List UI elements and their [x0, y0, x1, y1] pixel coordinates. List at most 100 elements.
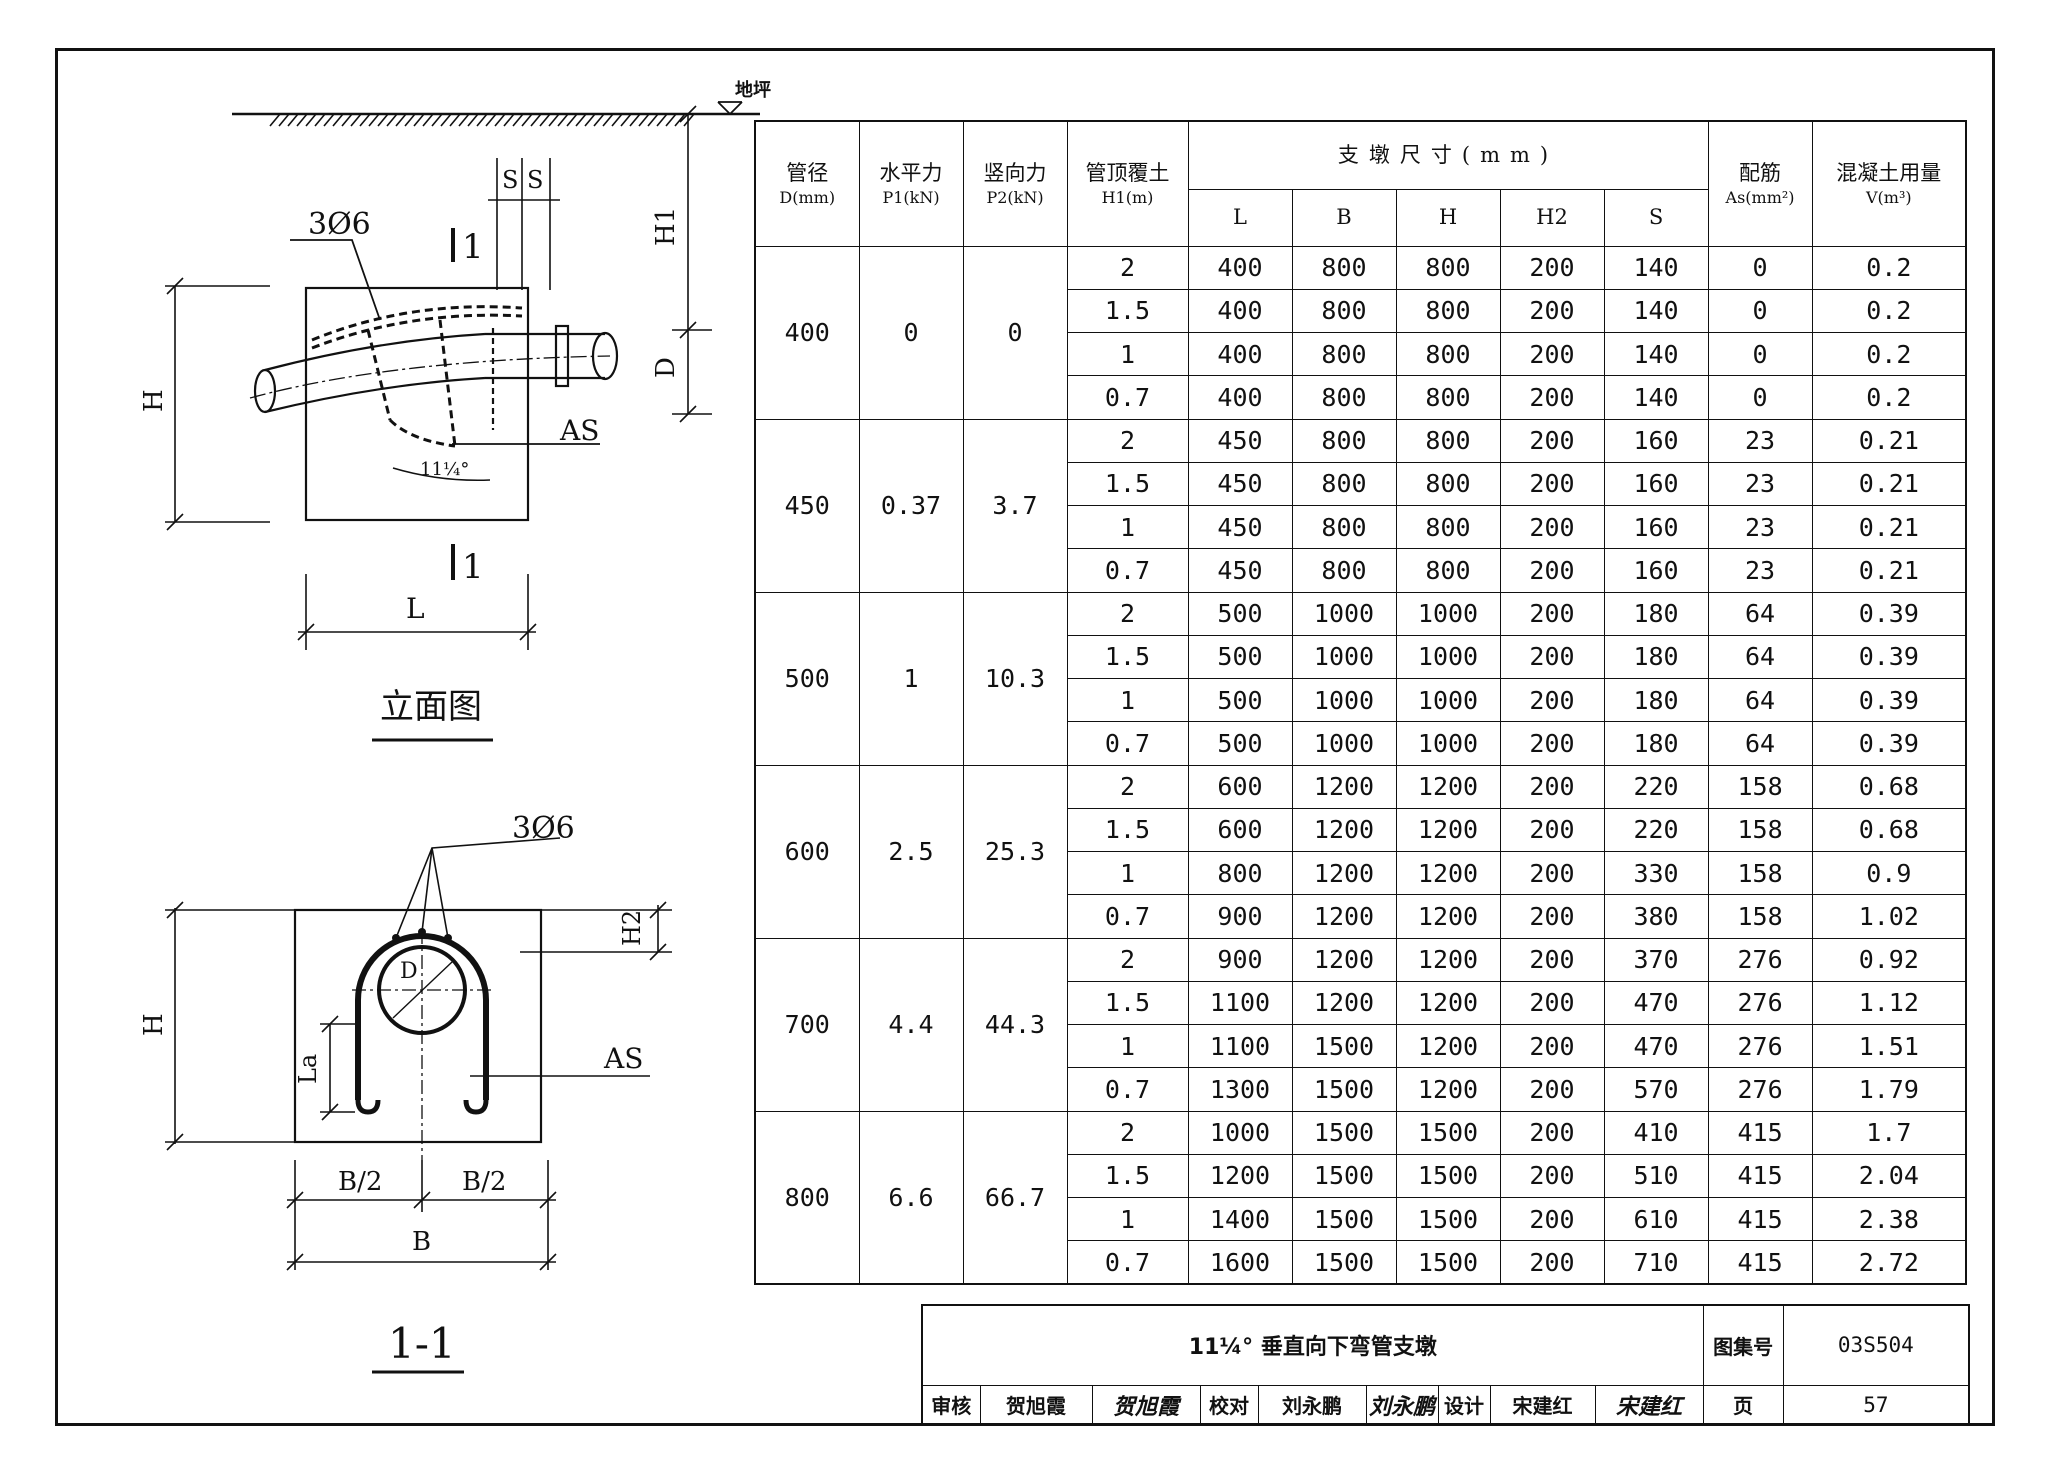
cell-h2: 200 — [1499, 634, 1605, 680]
cell-h: 1200 — [1395, 807, 1501, 853]
cell-l: 1200 — [1187, 1153, 1293, 1199]
cell-h: 800 — [1395, 331, 1501, 377]
cell-h: 1200 — [1395, 1067, 1501, 1112]
header-l: L — [1187, 188, 1293, 247]
cell-b: 800 — [1291, 288, 1397, 334]
cell-l: 1100 — [1187, 980, 1293, 1026]
cell-h2: 200 — [1499, 850, 1605, 896]
header-dims: 支墩尺寸(mm) — [1187, 120, 1709, 190]
cell-l: 800 — [1187, 850, 1293, 896]
cell-h: 1200 — [1395, 764, 1501, 809]
cell-h: 1200 — [1395, 937, 1501, 982]
check-label: 校对 — [1199, 1384, 1259, 1426]
cell-v: 0.2 — [1811, 331, 1967, 377]
cell-s: 220 — [1603, 807, 1709, 853]
elevation-pipe — [253, 324, 619, 430]
cell-as: 158 — [1707, 894, 1813, 939]
cell-s: 140 — [1603, 288, 1709, 334]
ground-label: 地坪 — [735, 79, 771, 101]
cell-h: 800 — [1395, 375, 1501, 420]
h1-label: H1 — [651, 207, 681, 246]
cell-as: 415 — [1707, 1110, 1813, 1155]
cell-b: 1200 — [1291, 894, 1397, 939]
header-s: S — [1603, 188, 1709, 247]
b-label: B — [412, 1227, 431, 1257]
cell-b: 800 — [1291, 504, 1397, 550]
cell-as: 23 — [1707, 461, 1813, 507]
cell-s: 410 — [1603, 1110, 1709, 1155]
cell-h1: 1 — [1066, 1023, 1189, 1069]
cell-p2: 0 — [962, 245, 1068, 420]
cell-as: 276 — [1707, 937, 1813, 982]
design-signature: 宋建红 — [1594, 1384, 1704, 1426]
half-b-right-label: B/2 — [462, 1167, 506, 1197]
cell-l: 400 — [1187, 288, 1293, 334]
cell-h1: 2 — [1066, 418, 1189, 463]
cell-dn: 400 — [754, 245, 860, 420]
cell-h1: 0.7 — [1066, 894, 1189, 939]
cell-v: 1.12 — [1811, 980, 1967, 1026]
cell-l: 450 — [1187, 548, 1293, 593]
cell-as: 23 — [1707, 548, 1813, 593]
cell-h2: 200 — [1499, 504, 1605, 550]
cell-as: 64 — [1707, 591, 1813, 636]
ground-line: 地坪 — [232, 79, 771, 127]
cell-s: 180 — [1603, 721, 1709, 766]
cell-h: 1000 — [1395, 721, 1501, 766]
cell-s: 470 — [1603, 1023, 1709, 1069]
cell-as: 276 — [1707, 1023, 1813, 1069]
cell-h1: 0.7 — [1066, 548, 1189, 593]
cell-s: 180 — [1603, 677, 1709, 723]
cell-h: 1200 — [1395, 850, 1501, 896]
cell-p2: 10.3 — [962, 591, 1068, 766]
cell-h: 800 — [1395, 504, 1501, 550]
cell-l: 1600 — [1187, 1240, 1293, 1285]
cell-dn: 700 — [754, 937, 860, 1112]
cell-h2: 200 — [1499, 245, 1605, 290]
cell-as: 64 — [1707, 634, 1813, 680]
cell-s: 570 — [1603, 1067, 1709, 1112]
cell-b: 800 — [1291, 375, 1397, 420]
s-label-left: S — [502, 166, 518, 194]
cell-as: 158 — [1707, 764, 1813, 809]
h-label-section: H — [139, 1013, 169, 1036]
section-as-label: AS — [603, 1042, 643, 1075]
cell-l: 1100 — [1187, 1023, 1293, 1069]
cell-h2: 200 — [1499, 721, 1605, 766]
cell-p1: 4.4 — [858, 937, 964, 1112]
cell-s: 470 — [1603, 980, 1709, 1026]
cell-h1: 2 — [1066, 764, 1189, 809]
section-block — [293, 908, 543, 1144]
cell-l: 500 — [1187, 677, 1293, 723]
cell-as: 23 — [1707, 418, 1813, 463]
h1-d-dimension — [672, 105, 712, 423]
cell-p1: 0.37 — [858, 418, 964, 593]
cell-h1: 2 — [1066, 245, 1189, 290]
section-mark-top: 1 — [462, 227, 484, 267]
cell-h2: 200 — [1499, 677, 1605, 723]
check-name: 刘永鹏 — [1257, 1384, 1367, 1426]
cell-b: 1200 — [1291, 764, 1397, 809]
cell-s: 180 — [1603, 591, 1709, 636]
cell-l: 500 — [1187, 634, 1293, 680]
cell-h2: 200 — [1499, 548, 1605, 593]
cell-v: 0.68 — [1811, 807, 1967, 853]
cell-h1: 0.7 — [1066, 375, 1189, 420]
cell-h: 1500 — [1395, 1110, 1501, 1155]
s-dimension — [488, 158, 560, 290]
cell-v: 0.39 — [1811, 634, 1967, 680]
cell-as: 158 — [1707, 850, 1813, 896]
cell-h1: 1 — [1066, 1196, 1189, 1242]
elevation-rebar — [311, 305, 523, 448]
